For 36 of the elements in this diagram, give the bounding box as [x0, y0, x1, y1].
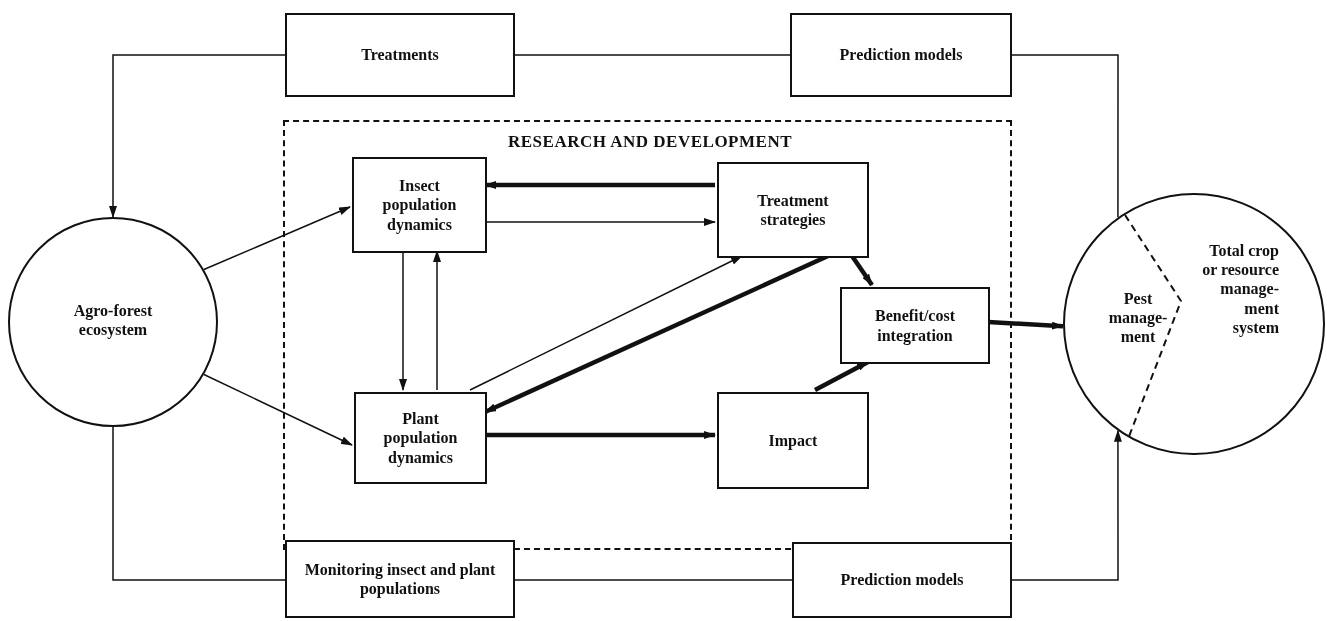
arrow	[203, 206, 351, 271]
dashed-group-box	[283, 120, 1012, 550]
node-label: Monitoring insect and plant populations	[303, 559, 497, 599]
system-circle	[1063, 193, 1325, 455]
process-box	[790, 13, 1012, 97]
process-box	[354, 392, 487, 484]
node-label: Agro-forest ecosystem	[72, 301, 154, 340]
process-box	[792, 542, 1012, 618]
node-label: Impact	[768, 430, 818, 451]
arrow	[1011, 429, 1122, 581]
arrow	[987, 319, 1064, 330]
arrow	[399, 250, 407, 391]
arrow	[433, 250, 441, 391]
arrow	[485, 431, 716, 439]
node-label: Benefit/cost integration	[874, 306, 956, 345]
process-box	[717, 162, 869, 258]
arrow	[469, 255, 743, 391]
process-box	[352, 157, 487, 253]
ecosystem-circle	[8, 217, 218, 427]
node-label: Prediction models	[840, 570, 964, 590]
process-box	[717, 392, 869, 489]
node-label: Treatments	[361, 45, 439, 65]
process-box	[285, 13, 515, 97]
process-box	[840, 287, 990, 364]
node-label: Plant population dynamics	[382, 409, 459, 467]
node-label: Pest manage- ment	[1107, 289, 1169, 347]
process-box	[285, 540, 515, 618]
arrow	[484, 218, 716, 226]
arrow	[203, 373, 353, 446]
group-heading: RESEARCH AND DEVELOPMENT	[506, 132, 793, 153]
node-label: Total crop or resource manage- ment system	[1201, 241, 1279, 337]
arrow	[109, 54, 286, 218]
arrow	[484, 181, 715, 189]
node-label: Insect population dynamics	[381, 176, 458, 234]
node-label: Treatment strategies	[756, 190, 830, 230]
node-label: Prediction models	[839, 45, 963, 65]
